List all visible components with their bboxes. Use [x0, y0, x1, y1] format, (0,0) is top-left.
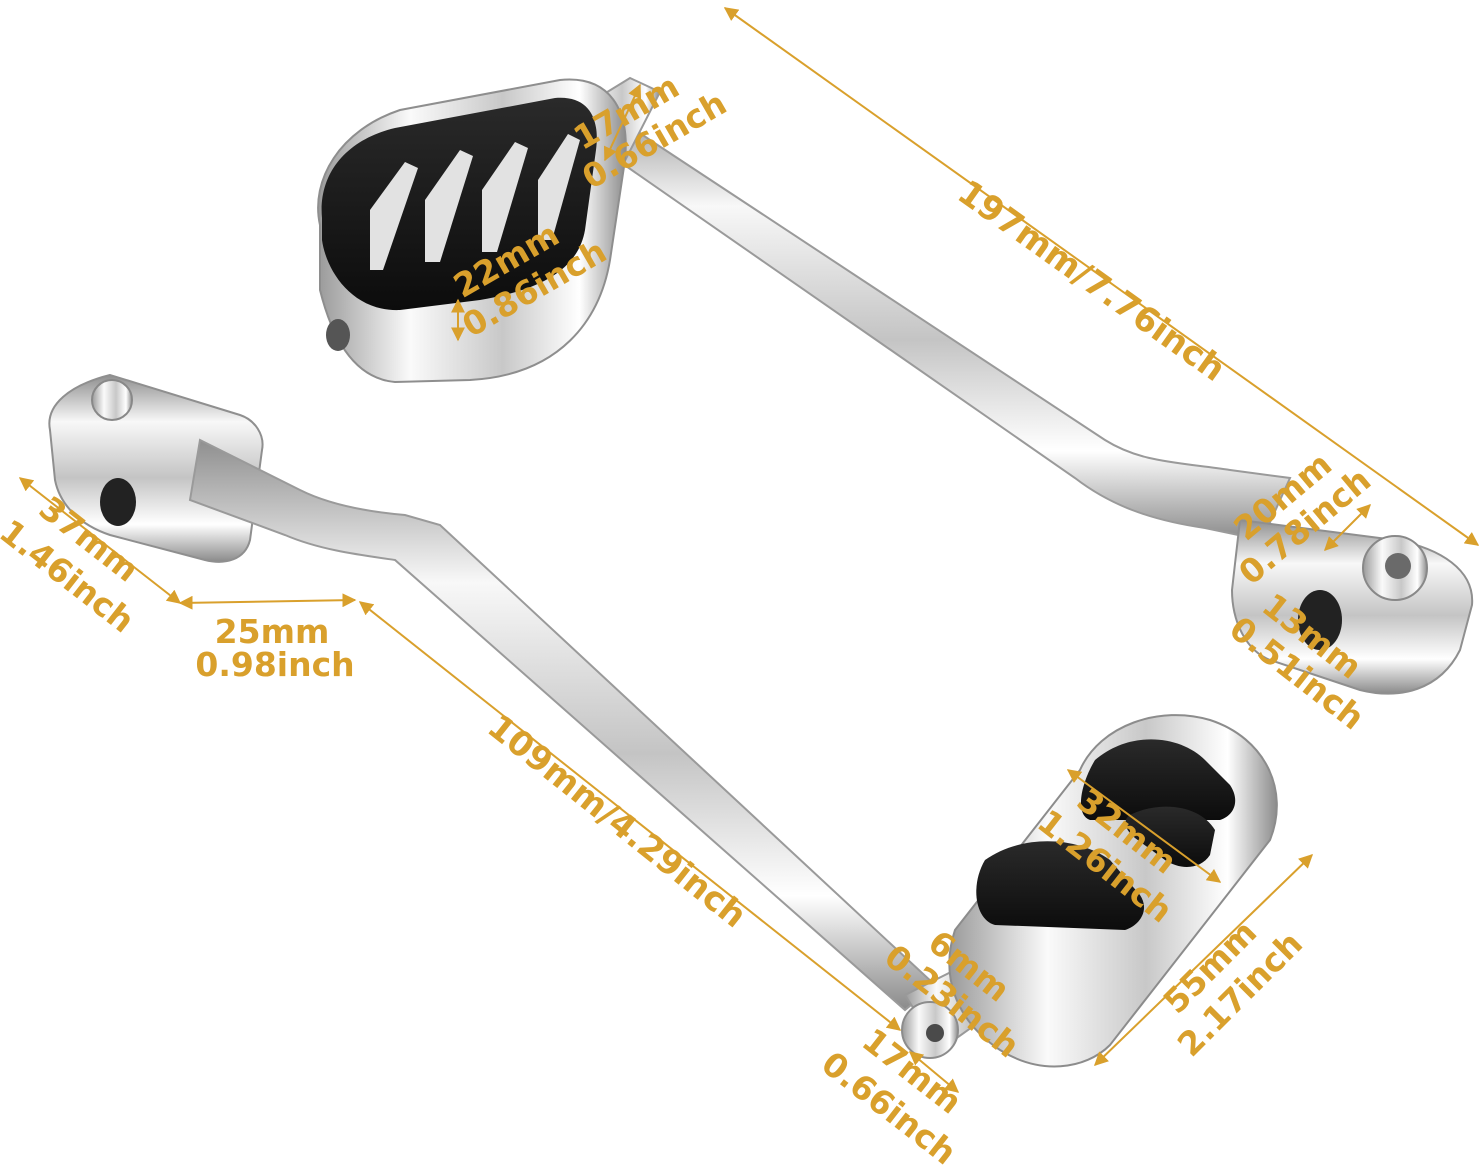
lower-pivot-hole: [926, 1024, 944, 1042]
dim-line-arm: [358, 601, 902, 1031]
dim-line-overall: [723, 7, 1480, 546]
label-offset-mm: 25mm: [215, 612, 330, 651]
rubber-slot: [482, 142, 528, 252]
upper-footpeg-rubber: [321, 97, 597, 311]
clamp-bore: [100, 478, 136, 526]
rubber-slot: [425, 150, 473, 262]
label-overall-length: 197mm/7.76inch: [950, 172, 1232, 389]
rubber-slot: [370, 162, 418, 270]
dim-line-clamp-width: [1324, 504, 1371, 551]
upper-lever-shaft: [583, 92, 1292, 542]
peg-pivot-hole: [326, 319, 350, 351]
clamp-bore: [1298, 590, 1342, 650]
pinch-bolt: [91, 379, 133, 421]
dimension-labels: 197mm/7.76inch 17mm 0.66inch 22mm 0.86in…: [0, 66, 1378, 1167]
upper-shift-lever: [317, 76, 1474, 695]
dim-line-peg-length: [1093, 854, 1314, 1066]
dim-line-offset: [178, 593, 357, 610]
dim-line-left-end: [18, 477, 182, 604]
dim-line-bottom-stem: [908, 1051, 960, 1093]
socket-bolt-hex: [1385, 553, 1411, 579]
rubber-slot: [538, 134, 580, 240]
label-offset-inch: 0.98inch: [195, 645, 354, 684]
lower-lever-arm: [188, 438, 937, 1012]
dimension-lines: [18, 7, 1480, 1093]
dim-line-top-stem: [603, 83, 642, 162]
